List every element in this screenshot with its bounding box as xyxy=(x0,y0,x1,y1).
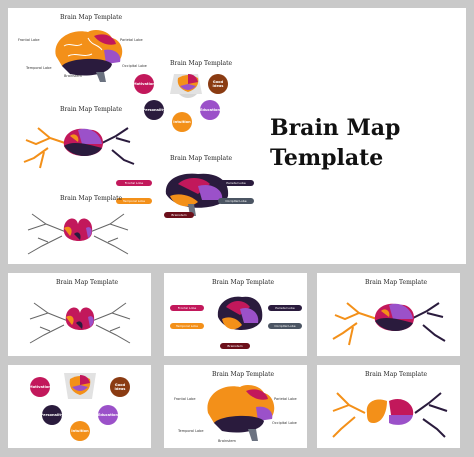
thumbnail-slide-1[interactable]: Brain Map Template xyxy=(8,273,151,356)
slide-title: Brain Map Template xyxy=(60,14,123,21)
parietal-lobe-label: Parietal Lobe xyxy=(120,38,143,42)
temporal-lobe-pill: Temporal Lobe xyxy=(116,198,152,204)
slide-title: Brain Map Template xyxy=(365,371,428,378)
sketch-brain-illustration xyxy=(27,213,129,255)
hero-title-line-1: Brain Map xyxy=(270,115,401,141)
thumbnail-slide-3[interactable]: Brain Map Template xyxy=(317,273,460,356)
pill-brain-illustration xyxy=(217,296,263,330)
temporal-lobe-label: Temporal Lobe xyxy=(178,429,204,433)
frontal-lobe-label: Frontal Lobe xyxy=(18,38,40,42)
hero-title: Brain Map Template xyxy=(270,113,400,173)
good-ideas-circle: Good Ideas xyxy=(208,74,228,94)
frontal-lobe-pill: Frontal Lobe xyxy=(170,305,204,311)
slide-title: Brain Map Template xyxy=(212,371,275,378)
thumbnail-slide-6[interactable]: Brain Map Template xyxy=(317,365,460,448)
sketch-brain-illustration xyxy=(29,302,131,344)
brainstem-pill: Brainstem xyxy=(220,343,250,349)
parietal-lobe-pill: Parietal Lobe xyxy=(268,305,302,311)
brainstem-label: Brainstem xyxy=(218,439,236,443)
branching-brain-illustration xyxy=(332,302,446,346)
connector-lines xyxy=(170,74,202,98)
hero-slide: Brain Map Template Frontal Lobe Parietal… xyxy=(8,8,466,264)
hero-title-line-2: Template xyxy=(270,145,384,171)
parietal-lobe-label: Parietal Lobe xyxy=(274,397,297,401)
branching-brain-illustration xyxy=(23,127,135,169)
pill-brain-illustration xyxy=(165,173,229,216)
brain-icon-illustration xyxy=(64,373,96,399)
education-circle: Education xyxy=(98,405,118,425)
parietal-lobe-pill: Parietal Lobe xyxy=(218,180,254,186)
brainstem-pill: Brainstem xyxy=(164,212,194,218)
motivation-circle: Motivation xyxy=(133,74,155,94)
intuition-circle: Intuition xyxy=(172,112,192,132)
slide-title: Brain Map Template xyxy=(60,106,123,113)
brain-illustration xyxy=(207,385,275,441)
branching-brain-illustration xyxy=(332,392,448,438)
brainstem-label: Brainstem xyxy=(64,74,82,78)
slide-title: Brain Map Template xyxy=(56,279,119,286)
slide-title: Brain Map Template xyxy=(170,155,233,162)
occipital-lobe-label: Occipital Lobe xyxy=(272,421,297,425)
thumbnail-slide-4[interactable]: Motivation Good Ideas Personality Educat… xyxy=(8,365,151,448)
good-ideas-circle: Good Ideas xyxy=(110,377,130,397)
slide-title: Brain Map Template xyxy=(60,195,123,202)
slide-title: Brain Map Template xyxy=(170,60,233,67)
thumbnail-slide-2[interactable]: Brain Map Template Frontal Lobe Temporal… xyxy=(164,273,307,356)
occipital-lobe-pill: Occipital Lobe xyxy=(218,198,254,204)
intuition-circle: Intuition xyxy=(70,421,90,441)
frontal-lobe-label: Frontal Lobe xyxy=(174,397,196,401)
frontal-lobe-pill: Frontal Lobe xyxy=(116,180,152,186)
occipital-lobe-pill: Occipital Lobe xyxy=(268,323,302,329)
temporal-lobe-pill: Temporal Lobe xyxy=(170,323,204,329)
motivation-circle: Motivation xyxy=(29,377,51,397)
slide-title: Brain Map Template xyxy=(212,279,275,286)
personality-circle: Personality xyxy=(41,405,63,425)
personality-circle: Personality xyxy=(143,100,165,120)
brain-illustration xyxy=(55,30,123,82)
thumbnail-slide-5[interactable]: Brain Map Template Frontal Lobe Parietal… xyxy=(164,365,307,448)
occipital-lobe-label: Occipital Lobe xyxy=(122,64,147,68)
education-circle: Education xyxy=(200,100,220,120)
slide-title: Brain Map Template xyxy=(365,279,428,286)
temporal-lobe-label: Temporal Lobe xyxy=(26,66,52,70)
